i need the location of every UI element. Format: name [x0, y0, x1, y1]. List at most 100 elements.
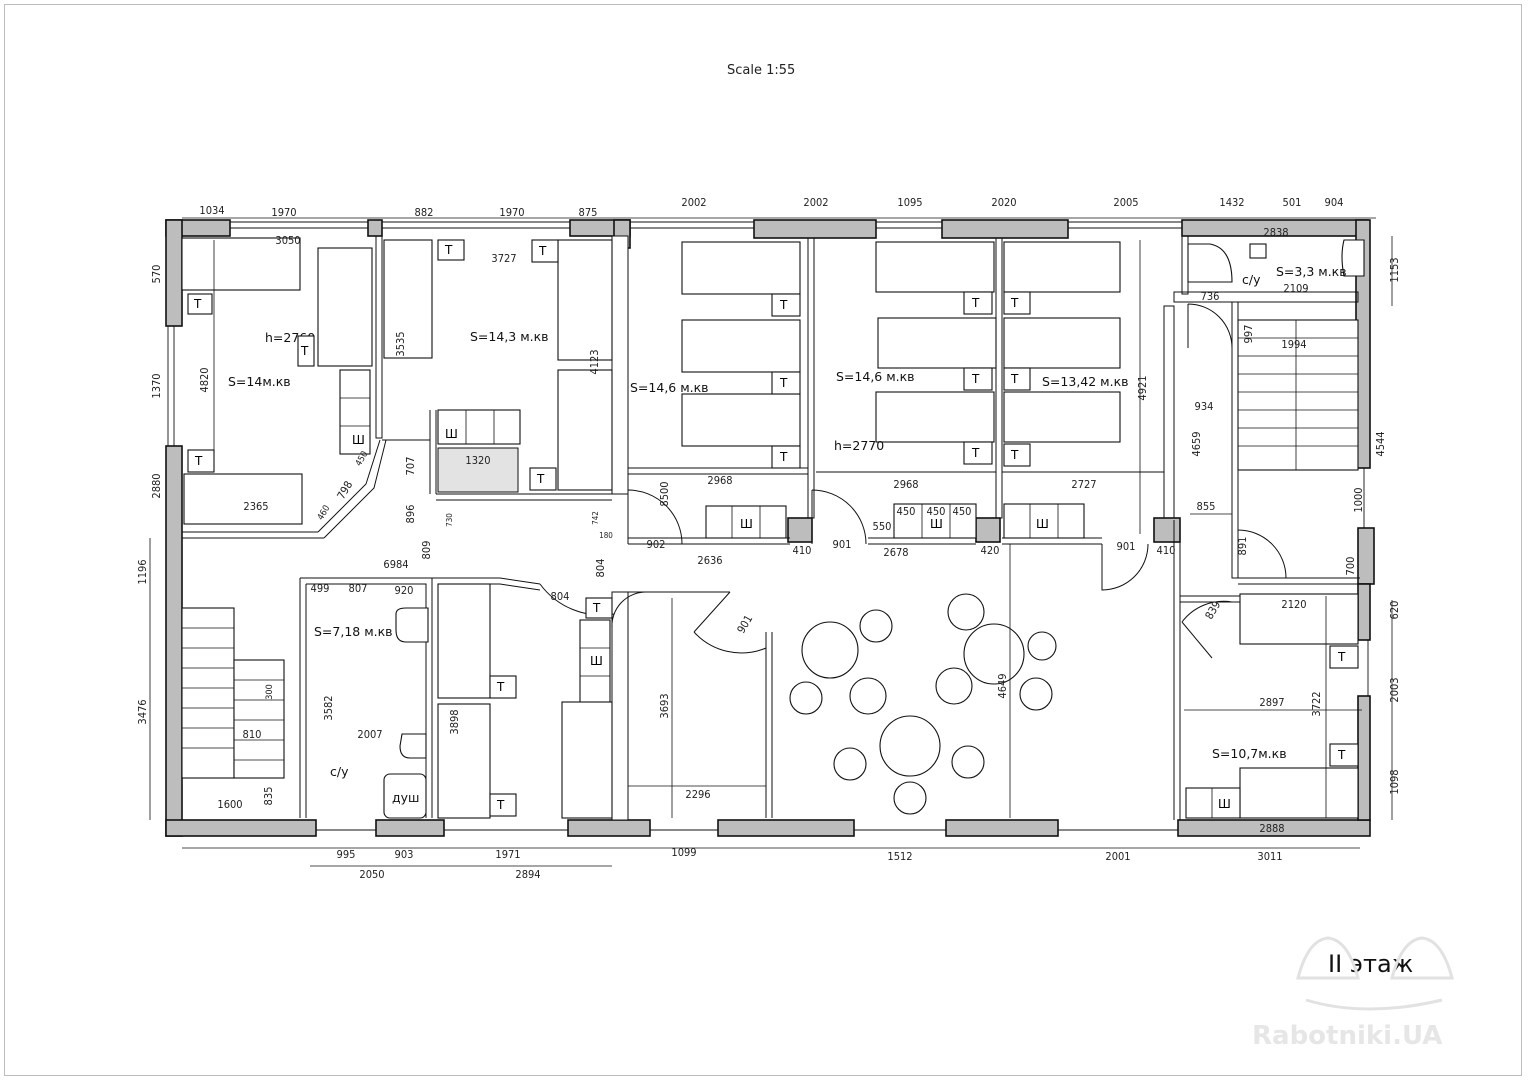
- dim-inner: 902: [647, 538, 666, 551]
- marker-t: Т: [771, 293, 801, 317]
- marker-t: Т: [489, 675, 517, 699]
- dim-inner: 2296: [685, 788, 710, 801]
- dim-bottom: 1512: [887, 850, 912, 863]
- dim-top: 875: [579, 206, 598, 219]
- svg-text:Т: Т: [779, 376, 788, 390]
- dim-inner: 499: [311, 582, 330, 595]
- marker-t: Т: [187, 449, 215, 473]
- dim-inner: 4649: [996, 673, 1009, 698]
- dim-inner: 1600: [217, 798, 242, 811]
- svg-text:Т: Т: [496, 798, 505, 812]
- dim-left: 2880: [150, 473, 163, 498]
- marker-t: Т: [585, 597, 613, 619]
- dims-left: 570 1370 2880 1196 3476: [136, 265, 163, 725]
- dim-inner: 2888: [1259, 822, 1284, 835]
- dim-inner: 934: [1195, 400, 1214, 413]
- svg-text:Т: Т: [536, 472, 545, 486]
- room-area-5: S=13,42 м.кв: [1042, 374, 1129, 389]
- svg-text:Т: Т: [971, 372, 980, 386]
- dim-inner: 901: [735, 613, 756, 636]
- svg-text:Т: Т: [496, 680, 505, 694]
- dim-inner: 2968: [893, 478, 918, 491]
- marker-sh: Ш: [740, 517, 753, 531]
- dim-inner: 3050: [275, 234, 300, 247]
- svg-text:Т: Т: [1337, 748, 1346, 762]
- svg-text:Т: Т: [1010, 296, 1019, 310]
- dims-top: 1034 1970 882 1970 875 2002 2002 1095 20…: [199, 196, 1343, 219]
- marker-t: Т: [529, 467, 557, 491]
- dim-inner: 8500: [658, 481, 671, 506]
- watermark-logo: [1296, 936, 1454, 1011]
- dim-inner: 6984: [383, 558, 408, 571]
- room-area-2: S=14,3 м.кв: [470, 329, 549, 344]
- shower-label: душ: [392, 790, 419, 805]
- svg-text:Ш: Ш: [740, 517, 753, 531]
- dim-inner: 3727: [491, 252, 516, 265]
- dim-top: 882: [415, 206, 434, 219]
- dim-left: 1370: [150, 373, 163, 398]
- dims-inner: 3050 3727 2838 2109 4820 3535 4123 4921 …: [198, 226, 1323, 835]
- dim-inner: 4820: [198, 367, 211, 392]
- marker-t: Т: [297, 335, 315, 367]
- svg-text:Ш: Ш: [445, 427, 458, 441]
- room-area-6: S=3,3 м.кв: [1276, 264, 1347, 279]
- svg-text:Т: Т: [592, 601, 601, 615]
- dim-top: 2005: [1113, 196, 1138, 209]
- scale-label: Scale 1:55: [727, 63, 795, 78]
- marker-t: Т: [531, 239, 559, 263]
- marker-sh: Ш: [1218, 797, 1231, 811]
- wc-label-1: с/у: [1242, 272, 1261, 287]
- drawing-frame: [4, 4, 1522, 1076]
- dim-top: 1095: [897, 196, 922, 209]
- marker-sh: Ш: [930, 517, 943, 531]
- height-note-2: h=2770: [834, 438, 884, 453]
- dim-inner: 835: [262, 787, 275, 806]
- dim-inner: 2636: [697, 554, 722, 567]
- marker-t: Т: [187, 293, 213, 315]
- marker-t: Т: [437, 239, 465, 261]
- svg-text:Ш: Ш: [1036, 517, 1049, 531]
- dim-inner: 2365: [243, 500, 268, 513]
- dim-right: 2003: [1388, 677, 1401, 702]
- marker-t: Т: [1003, 367, 1031, 391]
- dim-top: 1970: [271, 206, 296, 219]
- dim-inner: 410: [1157, 544, 1176, 557]
- marker-t: Т: [1003, 443, 1031, 467]
- wc-label-2: с/у: [330, 764, 349, 779]
- dims-bottom: 995 903 1971 1099 1512 2001 2050 2894 30…: [337, 846, 1283, 881]
- dim-inner: 810: [243, 728, 262, 741]
- room-labels: S=14м.кв S=14,3 м.кв S=14,6 м.кв S=14,6 …: [228, 264, 1347, 805]
- dim-inner: 736: [1201, 290, 1220, 303]
- svg-text:Т: Т: [300, 344, 309, 358]
- dims-right: 1153 4544 1000 700 620 2003 1098: [1344, 257, 1401, 794]
- svg-text:Т: Т: [538, 244, 547, 258]
- marker-t: Т: [963, 291, 993, 315]
- marker-t: Т: [963, 441, 993, 465]
- dim-right: 1000: [1352, 487, 1365, 512]
- marker-t: Т: [771, 371, 801, 395]
- dim-bottom: 903: [395, 848, 414, 861]
- marker-t: Т: [1329, 743, 1359, 767]
- dim-top: 2020: [991, 196, 1016, 209]
- dim-top: 1970: [499, 206, 524, 219]
- dim-top: 1034: [199, 204, 224, 217]
- svg-text:Т: Т: [779, 450, 788, 464]
- dim-inner: 1320: [465, 454, 490, 467]
- dim-inner: 180: [599, 531, 613, 540]
- dim-inner: 891: [1236, 537, 1249, 556]
- dim-inner: 3898: [448, 709, 461, 734]
- dim-top: 501: [1283, 196, 1302, 209]
- marker-t: Т: [1003, 291, 1031, 315]
- svg-text:Т: Т: [1337, 650, 1346, 664]
- marker-sh: Ш: [590, 654, 603, 668]
- dim-right: 620: [1388, 601, 1401, 620]
- dim-inner: 3722: [1310, 691, 1323, 716]
- windows: [167, 221, 1369, 831]
- dim-inner: 410: [793, 544, 812, 557]
- marker-t: Т: [771, 445, 801, 469]
- marker-t: Т: [963, 367, 993, 391]
- dim-inner: 855: [1197, 500, 1216, 513]
- dim-inner: 4659: [1190, 431, 1203, 456]
- dim-bottom: 2001: [1105, 850, 1130, 863]
